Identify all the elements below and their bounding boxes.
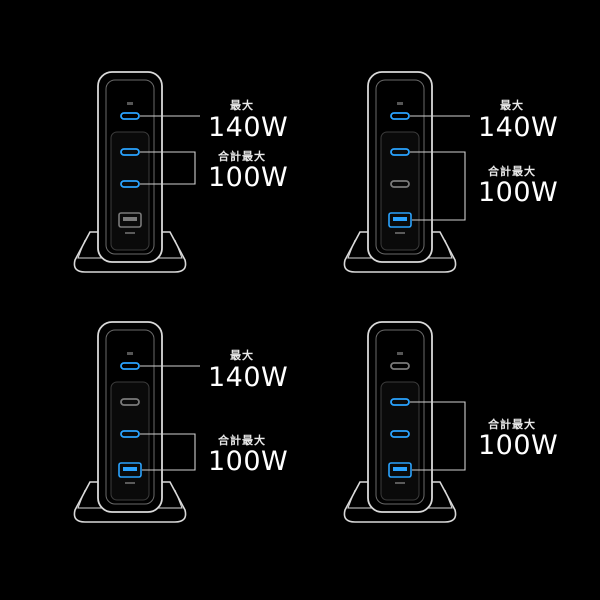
usb-a-port-tongue: [393, 217, 407, 221]
leader-bracket: [410, 151, 466, 221]
charger-diagram: [73, 321, 200, 523]
charger-diagram: [343, 321, 466, 523]
callout-1-small-label: 最大: [500, 99, 524, 112]
indicator-mark: [127, 102, 133, 105]
usb-a-port-tongue: [123, 217, 137, 221]
charger-face: [105, 329, 155, 505]
usb-a-logo-mark: [125, 482, 135, 484]
usb-c-port-icon: [390, 112, 410, 120]
usb-a-logo-mark: [125, 232, 135, 234]
usb-c-port-icon: [120, 180, 140, 188]
stand-base: [73, 231, 187, 273]
panel-top-right: 最大 140W 合計最大 100W: [300, 0, 600, 300]
callout-1-big-label: 140W: [478, 112, 559, 143]
usb-c-port-icon: [120, 398, 140, 406]
leader-bracket: [140, 433, 196, 471]
callout-1-big-label: 100W: [478, 430, 559, 461]
usb-a-port-tongue: [393, 467, 407, 471]
indicator-mark: [397, 352, 403, 355]
indicator-mark: [127, 352, 133, 355]
callout-1-small-label: 最大: [230, 99, 254, 112]
usb-c-port-icon: [120, 112, 140, 120]
callout-1-big-label: 140W: [208, 362, 289, 393]
usb-a-port-icon: [118, 212, 142, 228]
callout-2-big-label: 100W: [208, 446, 289, 477]
callout-2-small-label: 合計最大: [488, 165, 536, 178]
charger-face: [105, 79, 155, 255]
leader-bracket: [410, 401, 466, 471]
callout-2-big-label: 100W: [208, 162, 289, 193]
usb-c-port-icon: [390, 148, 410, 156]
usb-a-port-icon: [388, 212, 412, 228]
stand-base: [343, 231, 457, 273]
usb-a-logo-mark: [395, 232, 405, 234]
leader-bracket: [140, 151, 196, 185]
port-module: [380, 381, 420, 501]
port-module: [110, 381, 150, 501]
callout-1-small-label: 合計最大: [488, 418, 536, 431]
callout-1-big-label: 140W: [208, 112, 289, 143]
stand-base: [73, 481, 187, 523]
panel-bottom-right: 合計最大 100W: [300, 300, 600, 600]
usb-c-port-icon: [120, 148, 140, 156]
callout-2-small-label: 合計最大: [218, 150, 266, 163]
usb-a-port-icon: [118, 462, 142, 478]
panel-top-left: 最大 140W 合計最大 100W: [0, 0, 300, 300]
charger-face: [375, 79, 425, 255]
callout-2-small-label: 合計最大: [218, 434, 266, 447]
usb-c-port-icon: [390, 398, 410, 406]
charger-diagram: [343, 71, 470, 273]
usb-a-logo-mark: [395, 482, 405, 484]
usb-c-port-icon: [120, 430, 140, 438]
panel-bottom-left: 最大 140W 合計最大 100W: [0, 300, 300, 600]
callout-2-big-label: 100W: [478, 177, 559, 208]
usb-a-port-tongue: [123, 467, 137, 471]
port-module: [110, 131, 150, 251]
stand-base: [343, 481, 457, 523]
port-module: [380, 131, 420, 251]
usb-c-port-icon: [390, 362, 410, 370]
charger-face: [375, 329, 425, 505]
charger-diagram: [73, 71, 200, 273]
usb-c-port-icon: [390, 180, 410, 188]
usb-a-port-icon: [388, 462, 412, 478]
indicator-mark: [397, 102, 403, 105]
usb-c-port-icon: [390, 430, 410, 438]
usb-c-port-icon: [120, 362, 140, 370]
callout-1-small-label: 最大: [230, 349, 254, 362]
